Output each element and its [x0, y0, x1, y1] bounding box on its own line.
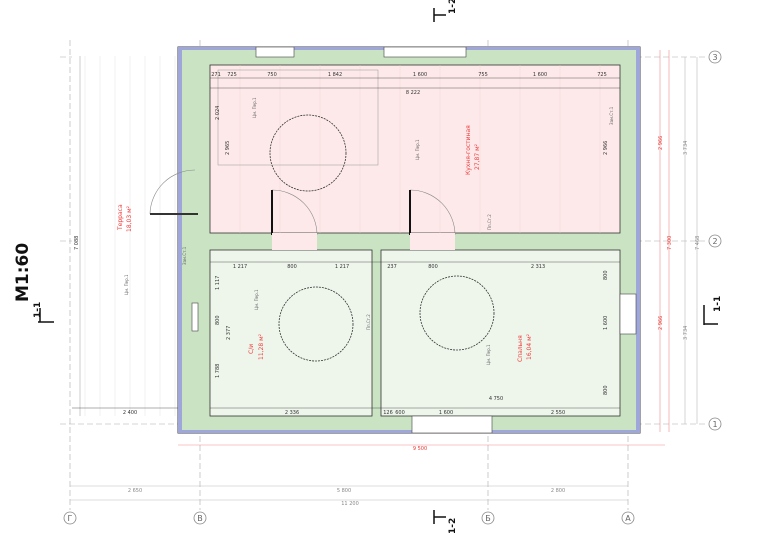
partition-tag: Пп.Ст.2 [487, 214, 492, 230]
dim-label: 800 [603, 385, 609, 395]
room-kitchen-living [209, 64, 621, 234]
svg-text:1-1: 1-1 [33, 302, 43, 318]
floor-tag: Цм. Пер.1 [254, 289, 259, 310]
room-area: 18,03 м² [126, 205, 133, 232]
dim-label: 2 024 [215, 106, 221, 120]
dim-label: 800 [215, 315, 221, 325]
floor-tag: Цм. Пер.1 [486, 344, 491, 365]
dim-label: 2 965 [225, 141, 231, 155]
wall-tag: Зам.Ст.1 [182, 246, 187, 265]
windows [191, 46, 637, 434]
dim-label: 271 [211, 72, 221, 78]
dim-label: 2 966 [603, 141, 609, 155]
dim-label: 1 600 [603, 316, 609, 330]
room-name: Терраса [117, 204, 124, 231]
doors [149, 169, 456, 236]
svg-text:1-2: 1-2 [448, 518, 458, 534]
dim-label: 7 468 [695, 236, 701, 250]
dim-label: 2 336 [285, 410, 299, 416]
turning-circle [419, 275, 495, 351]
dim-label: 1 788 [215, 364, 221, 378]
section-mark-1-2-bottom: 1-2 [433, 510, 458, 534]
dim-label: 11 200 [341, 501, 359, 507]
dim-label: 600 [395, 410, 405, 416]
axis-label: 3 [712, 53, 717, 62]
section-mark-1-1-right: 1-1 [703, 296, 723, 325]
dim-label: 7 300 [667, 236, 673, 250]
room-area: 16,04 м² [526, 333, 533, 360]
room-bedroom [380, 249, 621, 417]
dim-label: 2 650 [128, 488, 142, 494]
room-name: С/и [248, 344, 255, 354]
axis-label: Б [485, 514, 491, 523]
wall-tag: Зам.Ст.1 [609, 106, 614, 125]
room-area: 27,87 м² [474, 143, 481, 170]
dim-label: 1 217 [233, 264, 247, 270]
dim-label: 3 734 [683, 141, 689, 155]
dim-label: 2 966 [658, 136, 664, 150]
dim-label: 725 [227, 72, 237, 78]
dim-label: 750 [267, 72, 277, 78]
dim-label: 1 600 [439, 410, 453, 416]
dim-label: 1 217 [335, 264, 349, 270]
dim-label: 2 377 [226, 326, 232, 340]
scale-label: М1:60 [13, 243, 33, 302]
room-name: Спальня [517, 335, 524, 362]
dim-label: 1 600 [533, 72, 547, 78]
axis-label: Г [68, 514, 73, 523]
room-name: Кухня-гостиная [465, 125, 472, 175]
axis-label: В [197, 514, 203, 523]
room-bathroom [209, 249, 373, 417]
turning-circle [269, 114, 347, 192]
dim-label: 2 313 [531, 264, 545, 270]
floor-tag: Цм. Пер.1 [252, 97, 257, 118]
terrace [72, 56, 192, 416]
dim-label: 7 088 [74, 236, 80, 250]
dim-label: 2 800 [551, 488, 565, 494]
dim-label: 8 222 [406, 90, 420, 96]
turning-circle [278, 286, 354, 362]
dim-label: 1 842 [328, 72, 342, 78]
dim-label: 1 600 [413, 72, 427, 78]
dim-label: 1 117 [215, 276, 221, 290]
dim-label: 2 966 [658, 316, 664, 330]
dim-label: 755 [478, 72, 488, 78]
section-mark-1-2-top: 1-2 [433, 0, 458, 22]
svg-text:1-1: 1-1 [713, 296, 723, 312]
floor-tag: Цм. Пер.1 [415, 139, 420, 160]
floor-tag: Цм. Пер.1 [124, 274, 129, 295]
partition-tag: Пп.Ст.2 [366, 314, 371, 330]
axis-label: 1 [712, 420, 717, 429]
dim-label: 237 [387, 264, 397, 270]
dim-label: 9 500 [413, 446, 427, 452]
dim-label: 126 [383, 410, 393, 416]
dim-label: 800 [287, 264, 297, 270]
room-area: 11,28 м² [258, 333, 265, 360]
section-mark-1-1-left: 1-1 [33, 302, 54, 323]
dim-label: 5 800 [337, 488, 351, 494]
dim-label: 2 400 [123, 410, 137, 416]
axis-label: 2 [712, 237, 717, 246]
dim-label: 2 550 [551, 410, 565, 416]
dim-label: 3 734 [683, 326, 689, 340]
dim-label: 800 [603, 270, 609, 280]
dim-label: 4 750 [489, 396, 503, 402]
dim-label: 800 [428, 264, 438, 270]
dim-label: 725 [597, 72, 607, 78]
svg-text:1-2: 1-2 [448, 0, 458, 14]
axis-label: А [625, 514, 631, 523]
